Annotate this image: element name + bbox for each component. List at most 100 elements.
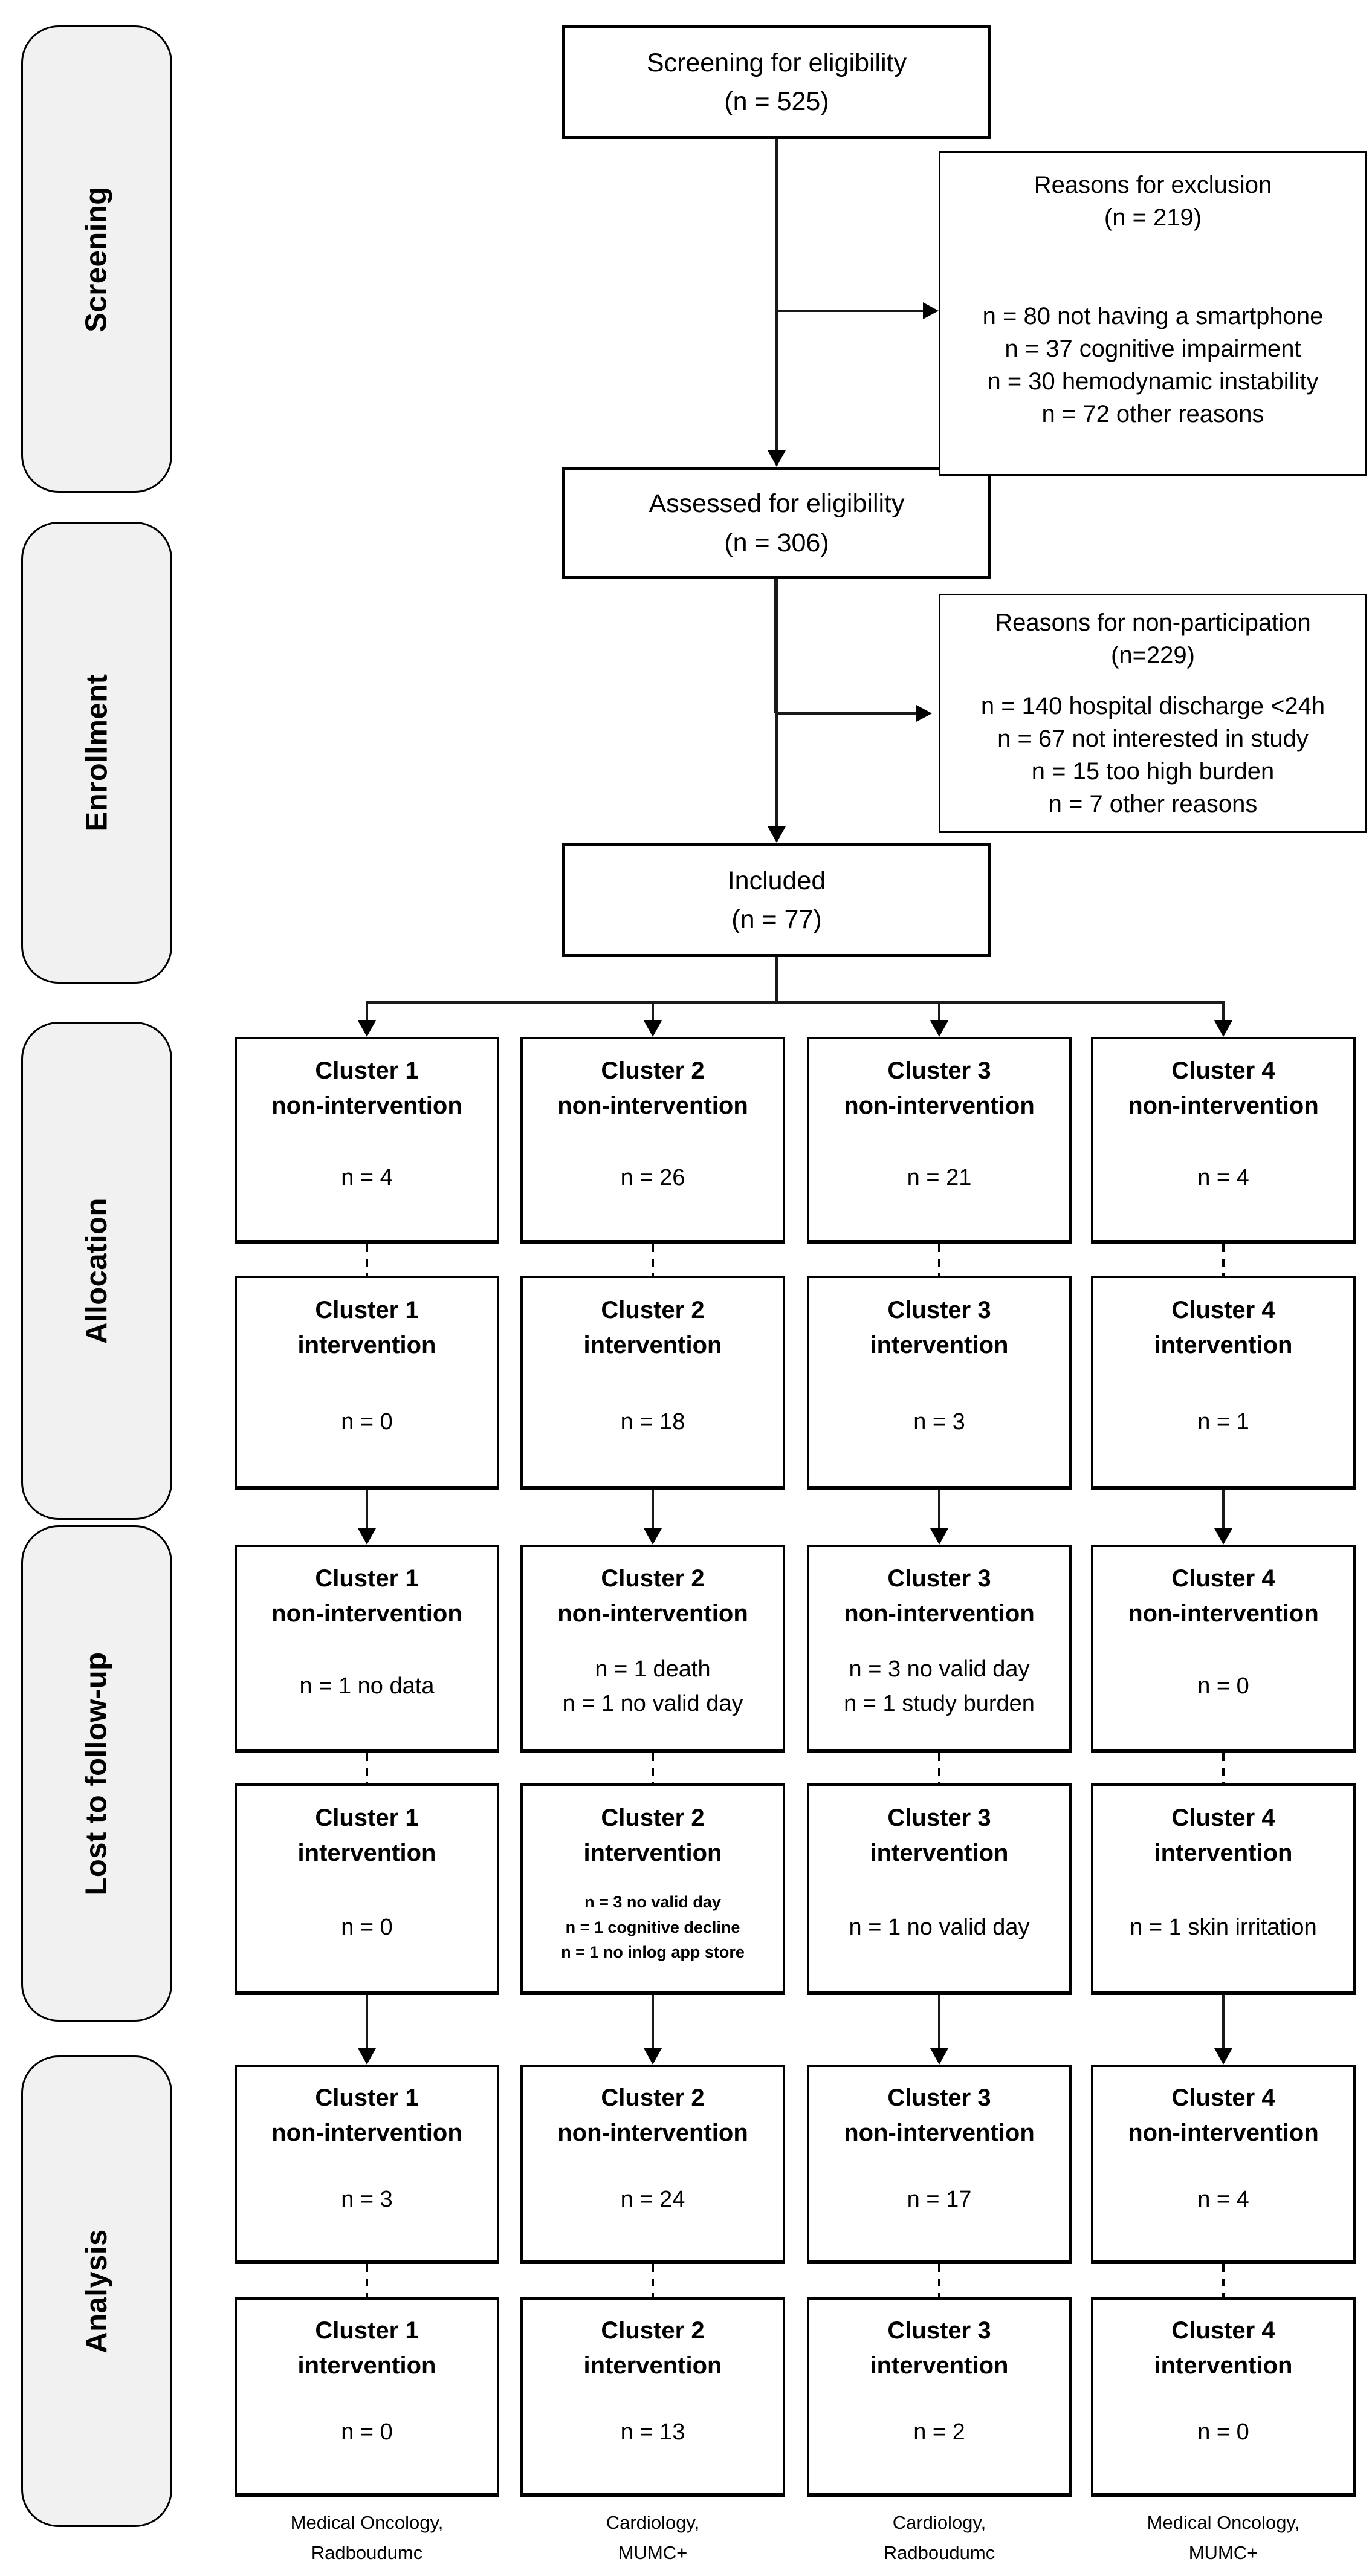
arm-title: non-intervention xyxy=(1128,1092,1319,1120)
exclusion-reason: n = 37 cognitive impairment xyxy=(1005,336,1301,362)
cluster-title: Cluster 3 xyxy=(887,2317,991,2344)
non-participation-reason: n = 7 other reasons xyxy=(1048,791,1258,817)
stage-label-enrollment: Enrollment xyxy=(80,673,114,832)
cluster-title: Cluster 3 xyxy=(887,1057,991,1085)
cluster-title: Cluster 3 xyxy=(887,2084,991,2112)
exclusion-reason: n = 80 not having a smartphone xyxy=(982,303,1324,329)
arrowhead-col2-analysis xyxy=(644,2048,662,2065)
arm-title: intervention xyxy=(1154,1839,1293,1866)
count-line: n = 4 xyxy=(1197,2187,1249,2213)
site-label-line: Cardiology, xyxy=(606,2512,700,2533)
cluster-title: Cluster 4 xyxy=(1171,1057,1275,1085)
arm-title: non-intervention xyxy=(557,1092,748,1120)
count-line: n = 1 no inlog app store xyxy=(561,1943,745,1962)
included-box-count: (n = 77) xyxy=(731,905,822,934)
count-line: n = 26 xyxy=(620,1164,685,1190)
arrowhead-into-exclusion xyxy=(923,302,939,319)
count-line: n = 3 xyxy=(341,2187,393,2213)
non-participation-reason: n = 140 hospital discharge <24h xyxy=(980,693,1325,719)
connector-bar-col3 xyxy=(938,1002,940,1020)
arm-title: intervention xyxy=(870,1332,1009,1359)
count-line: n = 1 cognitive decline xyxy=(565,1918,740,1936)
site-label-col4: Medical Oncology, MUMC+ xyxy=(1091,2508,1356,2568)
arrowhead-col2-allocation xyxy=(644,1020,662,1037)
site-label-line: MUMC+ xyxy=(1188,2542,1258,2563)
cluster-title: Cluster 2 xyxy=(601,2317,705,2344)
site-label-line: Radboudumc xyxy=(883,2542,995,2563)
cluster-title: Cluster 3 xyxy=(887,1565,991,1592)
site-label-col3: Cardiology, Radboudumc xyxy=(807,2508,1072,2568)
included-box-title: Included xyxy=(727,866,826,895)
arm-title: intervention xyxy=(297,2352,436,2380)
count-line: n = 21 xyxy=(907,1164,972,1190)
connector-bar-col4 xyxy=(1222,1002,1225,1020)
stage-ribbon-enrollment: Enrollment xyxy=(21,522,172,984)
arm-title: intervention xyxy=(1154,1332,1293,1359)
cluster-title: Cluster 1 xyxy=(315,1804,419,1831)
cluster-title: Cluster 2 xyxy=(601,1297,705,1324)
connector-col1-to-ltfu xyxy=(366,1490,368,1529)
cluster-title: Cluster 4 xyxy=(1171,1804,1275,1831)
connector-branch-non-participation xyxy=(777,712,916,715)
dashed-link-col1-allocation xyxy=(366,1244,368,1276)
arm-title: intervention xyxy=(297,1332,436,1359)
count-line: n = 1 death xyxy=(595,1656,711,1682)
reasons-for-exclusion-box: Reasons for exclusion (n = 219) n = 80 n… xyxy=(939,151,1367,476)
count-line: n = 13 xyxy=(620,2419,685,2445)
count-line: n = 3 no valid day xyxy=(584,1892,721,1911)
count-line: n = 1 xyxy=(1197,1409,1249,1435)
count-line: n = 0 xyxy=(1197,1673,1249,1699)
cluster-title: Cluster 3 xyxy=(887,1297,991,1324)
site-label-line: Radboudumc xyxy=(311,2542,423,2563)
cluster-title: Cluster 2 xyxy=(601,2084,705,2112)
count-line: n = 24 xyxy=(620,2187,685,2213)
count-line: n = 0 xyxy=(1197,2419,1249,2445)
connector-branch-exclusion xyxy=(777,310,923,312)
stage-ribbon-allocation: Allocation xyxy=(21,1022,172,1520)
cluster-title: Cluster 1 xyxy=(315,1565,419,1592)
arrowhead-col3-analysis xyxy=(930,2048,948,2065)
arm-title: intervention xyxy=(870,1839,1009,1866)
count-line: n = 4 xyxy=(1197,1164,1249,1190)
stage-label-allocation: Allocation xyxy=(80,1198,113,1344)
site-label-line: MUMC+ xyxy=(618,2542,688,2563)
cluster-title: Cluster 4 xyxy=(1171,2317,1275,2344)
arrowhead-col3-ltfu xyxy=(930,1528,948,1545)
arm-title: non-intervention xyxy=(844,1092,1035,1120)
cluster-box-allocation-nonint-3: Cluster 3 non-intervention n = 21 xyxy=(807,1037,1072,1244)
cluster-title: Cluster 2 xyxy=(601,1565,705,1592)
cluster-title: Cluster 3 xyxy=(887,1804,991,1831)
arm-title: intervention xyxy=(1154,2352,1293,2380)
arm-title: non-intervention xyxy=(557,1600,748,1627)
assessed-for-eligibility-box: Assessed for eligibility (n = 306) xyxy=(562,467,991,579)
site-label-line: Medical Oncology, xyxy=(290,2512,444,2533)
cluster-box-analysis-int-4: Cluster 4 intervention n = 0 xyxy=(1091,2297,1356,2497)
connector-bar-col1 xyxy=(366,1002,368,1020)
dashed-link-col4-analysis xyxy=(1222,2264,1225,2297)
stage-ribbon-analysis: Analysis xyxy=(21,2055,172,2527)
screening-box-count: (n = 525) xyxy=(724,87,829,116)
distribution-bar xyxy=(366,1001,1225,1004)
dashed-link-col2-analysis xyxy=(652,2264,654,2297)
non-participation-title: Reasons for non-participation xyxy=(995,609,1311,636)
arrowhead-col4-analysis xyxy=(1214,2048,1232,2065)
arm-title: non-intervention xyxy=(844,1600,1035,1627)
connector-col4-to-analysis xyxy=(1222,1995,1225,2049)
stage-label-lost-to-follow-up: Lost to follow-up xyxy=(80,1651,114,1896)
arrowhead-col4-ltfu xyxy=(1214,1528,1232,1545)
arrowhead-col3-allocation xyxy=(930,1020,948,1037)
arm-title: non-intervention xyxy=(271,2120,462,2147)
